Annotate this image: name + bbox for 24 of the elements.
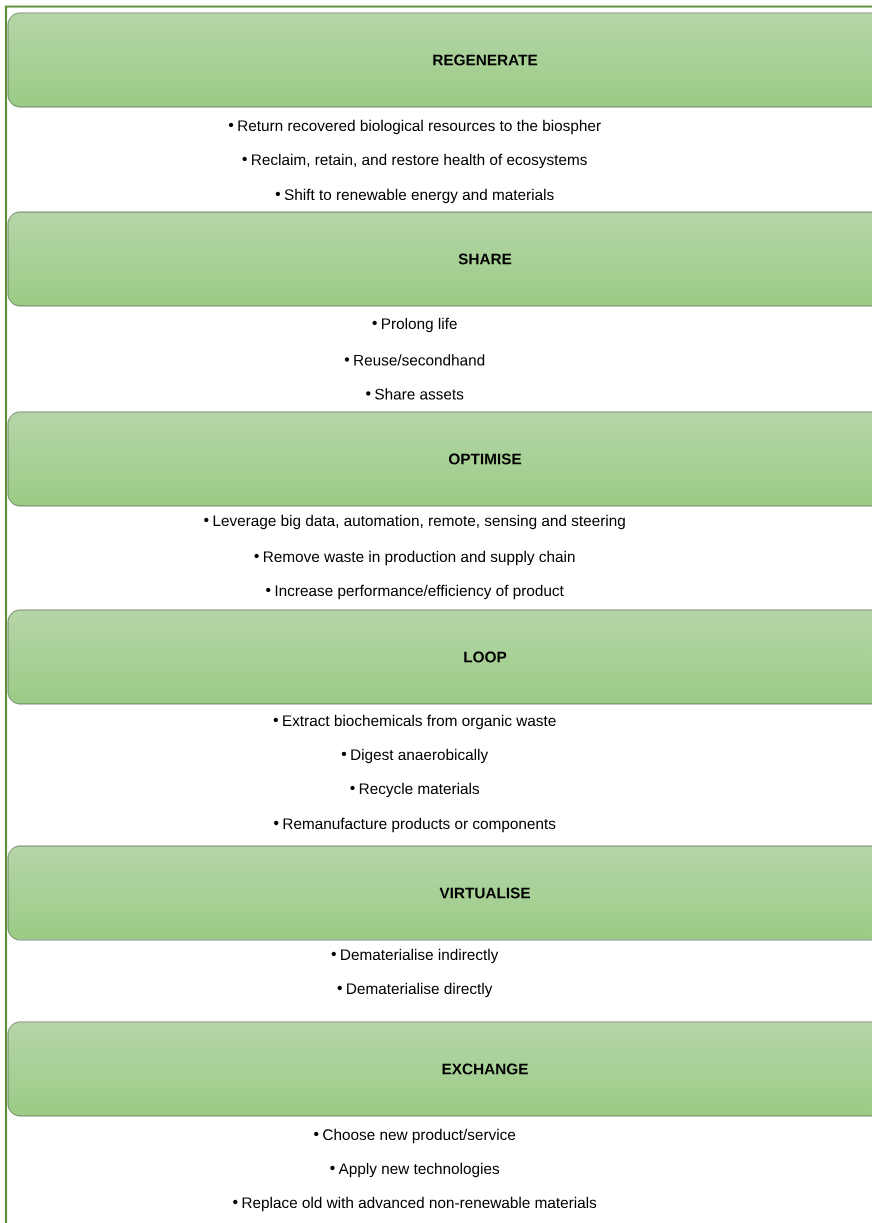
- heading-band: REGENERATE: [7, 12, 872, 108]
- heading-band: EXCHANGE: [7, 1021, 872, 1117]
- heading-band: LOOP: [7, 609, 872, 705]
- bullet-item: Choose new product/service: [314, 1128, 516, 1144]
- heading-band: VIRTUALISE: [7, 845, 872, 941]
- bullet-item: Shift to renewable energy and materials: [275, 188, 554, 204]
- bullet-item: Recycle materials: [350, 782, 480, 798]
- bullet-item: Reuse/secondhand: [344, 354, 485, 366]
- bullet-item: Share assets: [366, 388, 464, 400]
- bullet-item: Prolong life: [372, 317, 457, 333]
- bullet-item: Return recovered biological resources to the biospher: [228, 119, 601, 135]
- bullet-item: Apply new technologies: [330, 1162, 500, 1178]
- bullet-item: Increase performance/efficiency of product: [266, 584, 564, 600]
- heading-band: OPTIMISE: [7, 411, 872, 507]
- bullet-item: Reclaim, retain, and restore health of ecosystems: [242, 153, 587, 169]
- bullet-item: Digest anaerobically: [341, 748, 489, 764]
- bullet-item: Remove waste in production and supply chain: [254, 550, 575, 566]
- bullet-item: Leverage big data, automation, remote, sensing and steering: [204, 514, 625, 530]
- bullet-item: Extract biochemicals from organic waste: [273, 714, 556, 730]
- bullet-item: Replace old with advanced non-renewable materials: [233, 1196, 597, 1212]
- bullet-item: Dematerialise indirectly: [331, 948, 499, 964]
- bullet-item: Dematerialise directly: [337, 982, 493, 998]
- heading-band: SHARE: [7, 211, 872, 307]
- bullet-item: Remanufacture products or components: [274, 817, 556, 833]
